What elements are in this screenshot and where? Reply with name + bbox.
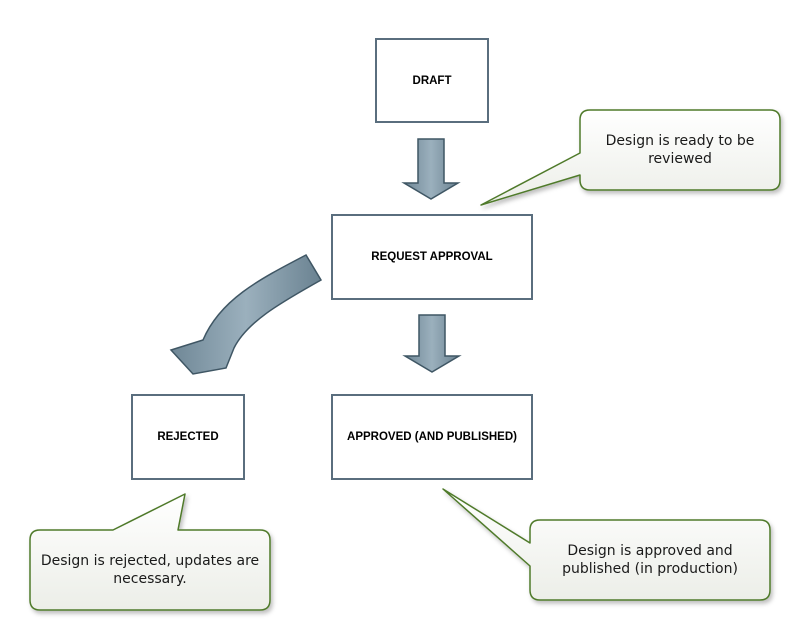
arrow-request-to-rejected: [169, 254, 323, 375]
arrow-request-to-approved: [402, 314, 462, 373]
state-draft-label: DRAFT: [412, 74, 452, 87]
callout-approved-text: Design is approved and published (in pro…: [562, 543, 738, 577]
callout-rejected: Design is rejected, updates are necessar…: [30, 532, 270, 608]
callout-review: Design is ready to be reviewed: [580, 112, 780, 188]
callout-rejected-shape: [29, 493, 271, 611]
state-draft: DRAFT: [375, 38, 489, 123]
state-approved: APPROVED (AND PUBLISHED): [331, 394, 533, 480]
callout-review-shape: [480, 109, 781, 206]
callout-review-text: Design is ready to be reviewed: [605, 133, 755, 167]
state-request-approval: REQUEST APPROVAL: [331, 214, 533, 300]
state-rejected: REJECTED: [131, 394, 245, 480]
callout-approved: Design is approved and published (in pro…: [530, 522, 770, 598]
callout-approved-shape: [442, 488, 771, 601]
state-request-approval-label: REQUEST APPROVAL: [371, 251, 493, 263]
callout-rejected-text: Design is rejected, updates are necessar…: [40, 553, 260, 587]
state-approved-label: APPROVED (AND PUBLISHED): [347, 431, 517, 443]
state-rejected-label: REJECTED: [157, 431, 219, 443]
arrow-draft-to-request: [401, 138, 461, 200]
